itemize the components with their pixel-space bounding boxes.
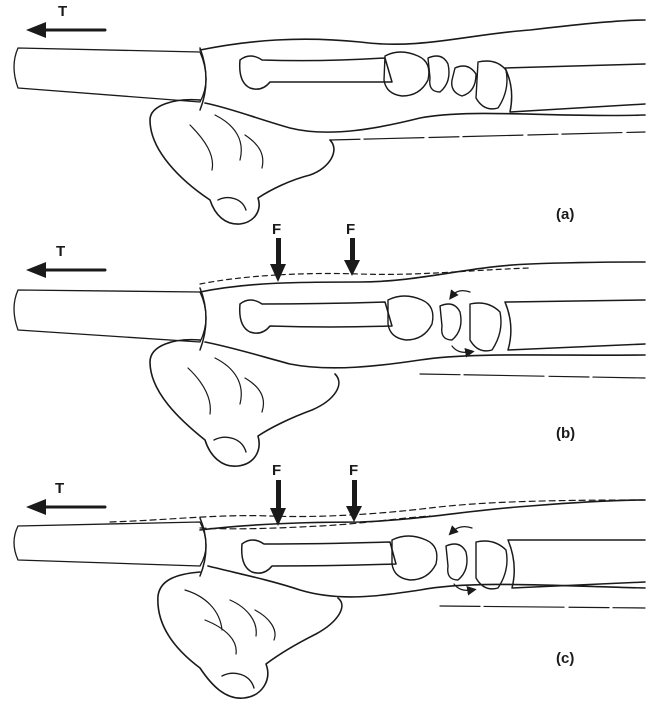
force-label-2: F — [346, 221, 355, 238]
tension-label: T — [58, 3, 67, 20]
carpal-bones — [388, 296, 501, 351]
finger-trap — [14, 518, 206, 576]
hand — [150, 340, 339, 467]
force-arrow-1 — [270, 480, 286, 526]
panel-caption: (a) — [556, 206, 574, 223]
panel-caption: (b) — [556, 425, 575, 442]
panel-a: T (a) — [14, 3, 645, 224]
carpal-bones — [392, 536, 507, 589]
metacarpal-bone — [240, 56, 392, 89]
tension-arrow — [26, 262, 105, 278]
tension-arrow — [26, 499, 105, 515]
panel-b: T F F — [14, 221, 645, 466]
radius-bone — [508, 540, 645, 588]
tension-label: T — [55, 480, 64, 497]
force-label-1: F — [272, 221, 281, 238]
metacarpal-bone — [240, 300, 392, 333]
metacarpal-bone — [242, 540, 396, 573]
panel-caption: (c) — [556, 650, 574, 667]
hand — [150, 100, 334, 224]
radius-bone — [505, 64, 645, 112]
force-arrow-2 — [344, 238, 360, 276]
tension-arrow — [26, 22, 105, 38]
radius-bone — [505, 300, 645, 350]
force-arrow-2 — [346, 480, 362, 522]
forearm-outline — [200, 262, 645, 378]
force-label-2: F — [349, 462, 358, 479]
rotation-arrows — [452, 527, 472, 591]
force-label-1: F — [272, 462, 281, 479]
hand — [158, 572, 342, 698]
carpal-bones — [384, 52, 507, 109]
tension-label: T — [56, 243, 65, 260]
forearm-outline — [200, 20, 645, 140]
panel-c: T F F — [14, 462, 645, 698]
